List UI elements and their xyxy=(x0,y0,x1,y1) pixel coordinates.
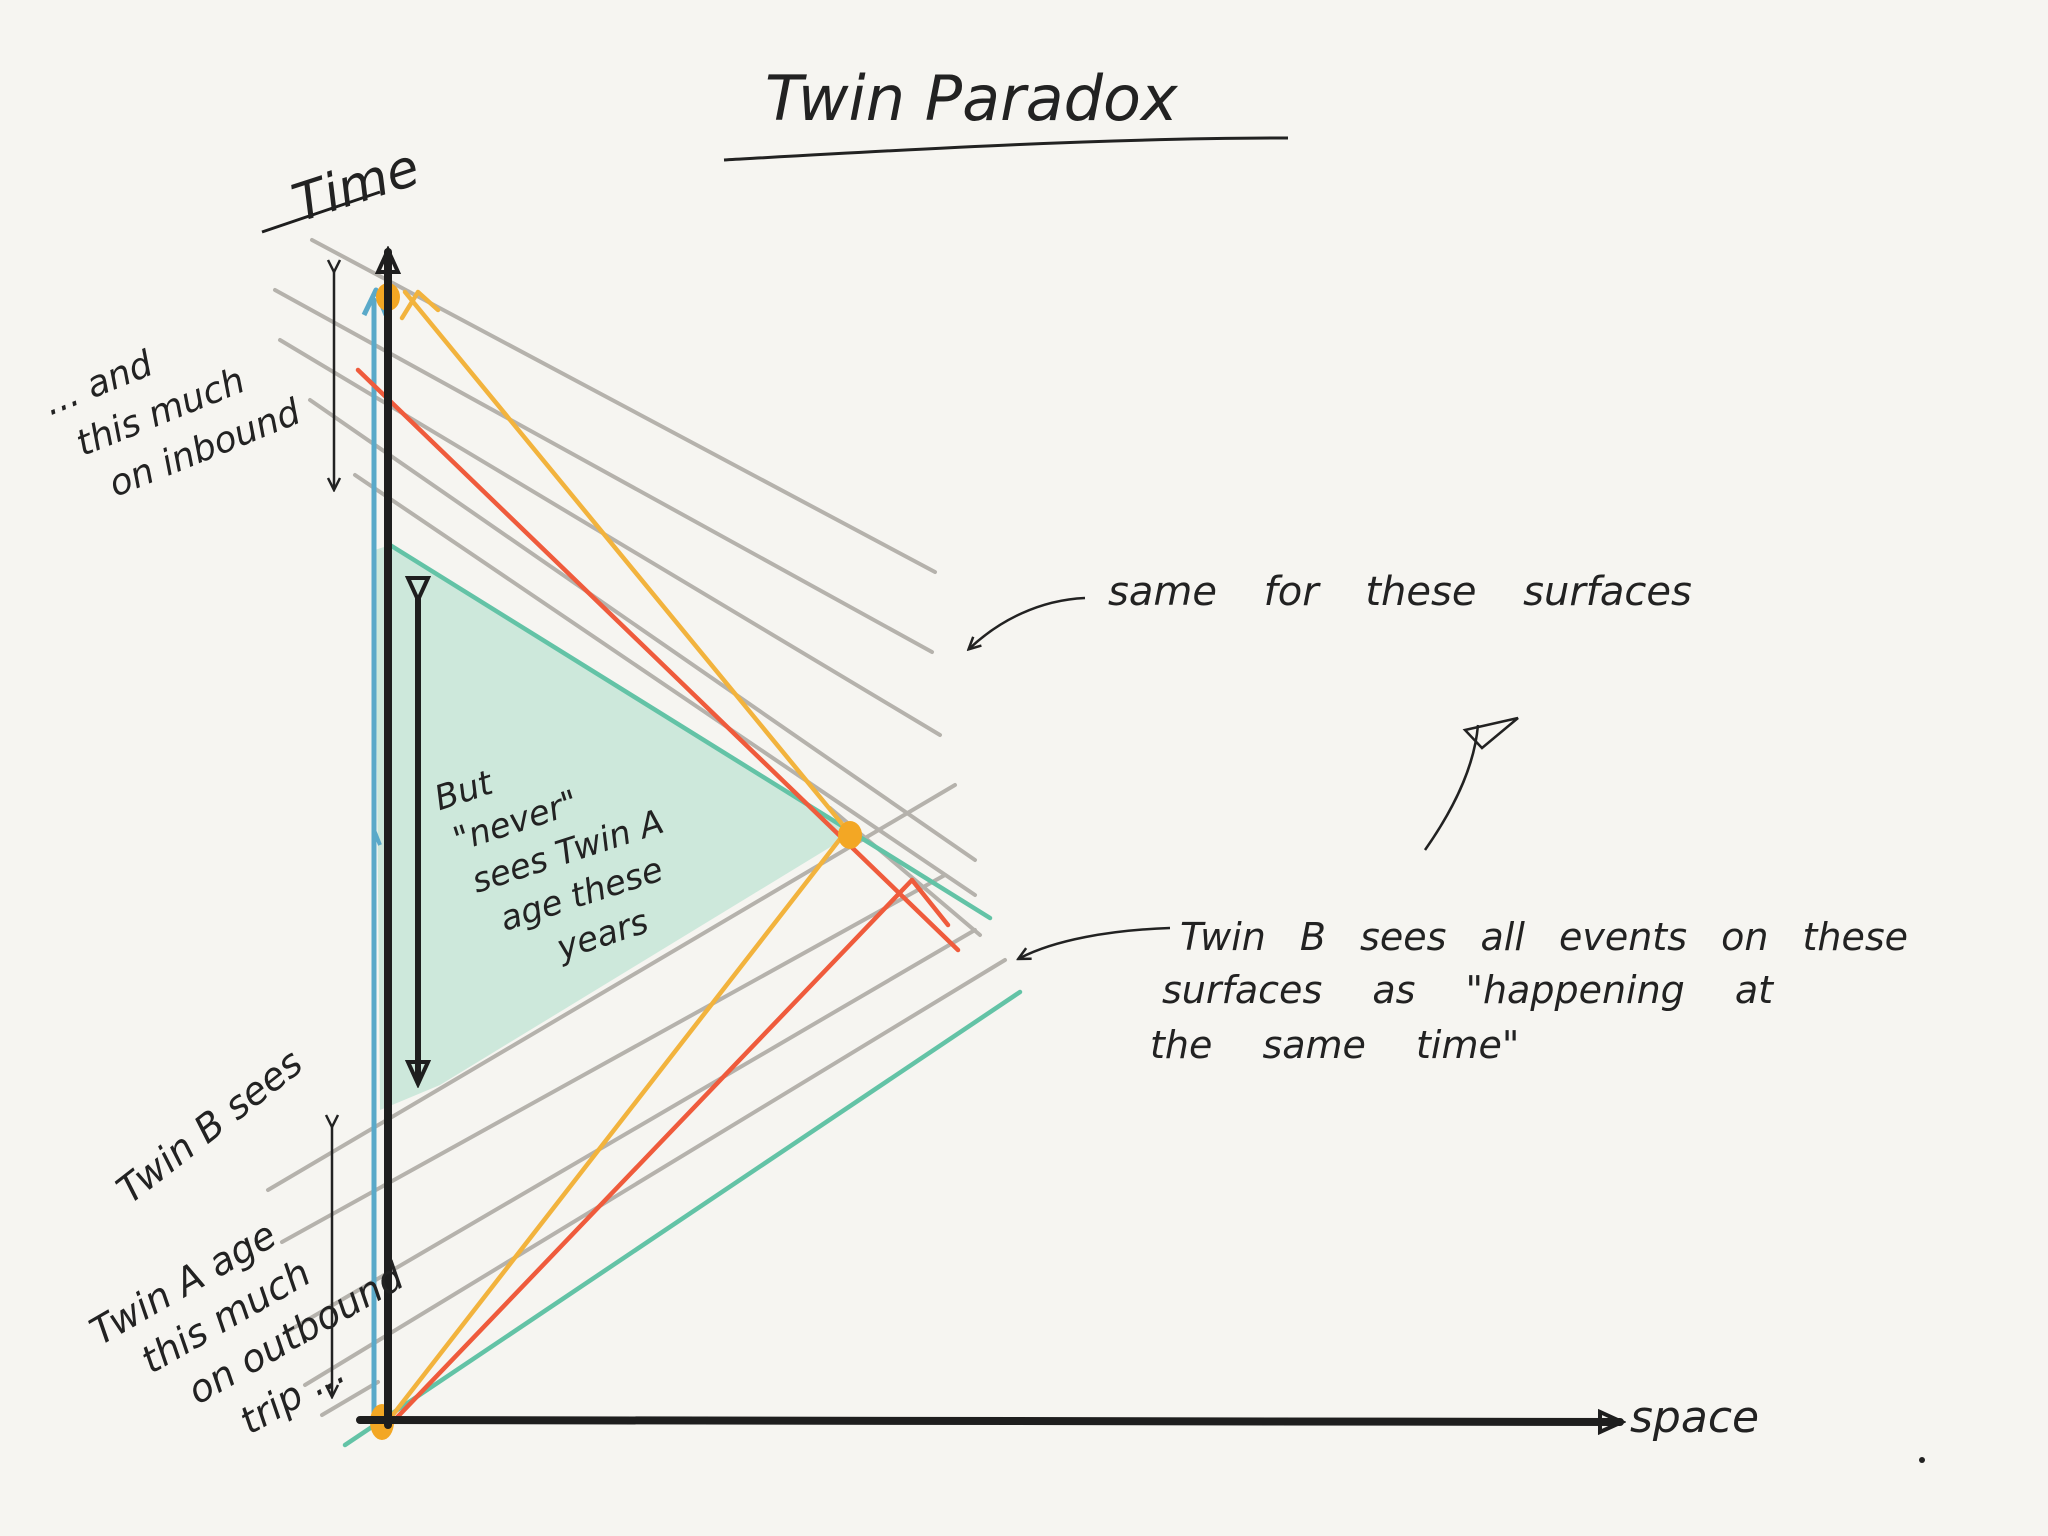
stray-ink-dot xyxy=(1919,1457,1925,1463)
light-rays xyxy=(355,367,961,1433)
simultaneity-text-line: the same time" xyxy=(1150,1023,1519,1067)
outbound-simultaneity-lines xyxy=(266,783,1007,1417)
curved-pointer xyxy=(1423,724,1480,851)
outbound-simultaneity-line xyxy=(280,873,947,1244)
inbound-simultaneity-line xyxy=(353,473,977,897)
curved-pointer-head xyxy=(1462,716,1519,750)
unseen-region-shading xyxy=(375,545,855,1110)
outbound-text-line: Twin B sees xyxy=(108,1040,310,1212)
light-ray-inbound xyxy=(355,367,961,953)
turnaround-event xyxy=(838,821,862,849)
simultaneity-text-line: surfaces as "happening at xyxy=(1162,968,1775,1012)
inbound-simultaneity-line xyxy=(308,398,977,862)
outbound-simultaneity-line xyxy=(320,1380,380,1417)
outbound-simultaneity-line xyxy=(266,783,957,1192)
same-surfaces-pointer xyxy=(970,596,1086,648)
light-cone-lower-edge xyxy=(342,989,1023,1448)
simultaneity-annotation: Twin B sees all events on these surfaces… xyxy=(1150,915,1908,1067)
twin-b-worldline xyxy=(382,289,850,1428)
light-cone xyxy=(342,542,1023,1448)
outbound-simultaneity-line xyxy=(303,958,1007,1387)
light-ray-outbound xyxy=(382,877,915,1433)
title-underline xyxy=(723,136,1289,162)
simultaneity-text-line: Twin B sees all events on these xyxy=(1180,915,1908,959)
outbound-simultaneity-line xyxy=(288,928,977,1332)
same-surfaces-label: same for these surfaces xyxy=(1108,569,1692,615)
axes xyxy=(261,190,1620,1425)
title-group: Twin Paradox xyxy=(723,62,1289,162)
time-axis-label: Time xyxy=(285,137,426,234)
twin-b-arrowhead xyxy=(399,289,441,321)
twin-b-outbound-leg xyxy=(382,827,850,1428)
twin-b-inbound-leg xyxy=(402,289,850,833)
page-title: Twin Paradox xyxy=(765,62,1179,135)
space-axis-label: space xyxy=(1630,1392,1759,1443)
space-axis xyxy=(356,1420,1620,1422)
dimension-arrows xyxy=(332,270,1519,1395)
events-surfaces-pointer xyxy=(1020,926,1171,958)
inbound-annotation: ... and this much on inbound xyxy=(38,343,307,505)
light-cone-upper-edge xyxy=(387,542,993,921)
